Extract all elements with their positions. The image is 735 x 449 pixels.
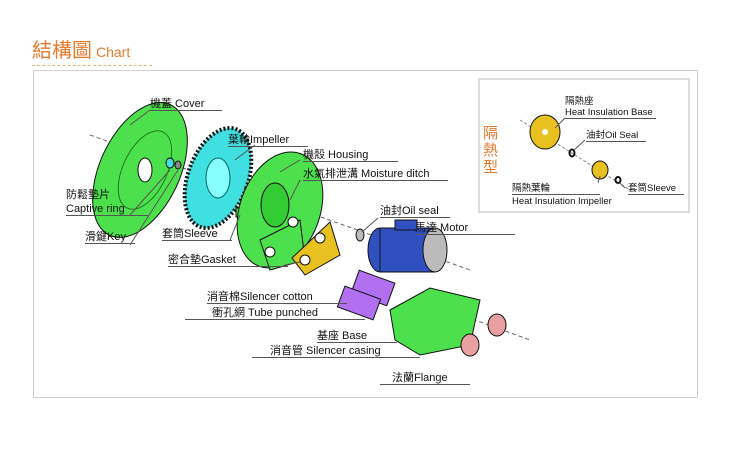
label-moisture-ditch: 水氣排泄溝 Moisture ditch xyxy=(303,168,448,181)
title-zh: 結構圖 xyxy=(32,40,92,62)
label-captive-zh: 防鬆墊片 xyxy=(66,189,110,201)
inset-impeller-zh: 隔熱葉輪 xyxy=(512,183,600,195)
label-gasket: 密合墊Gasket xyxy=(168,254,288,267)
label-key: 滑鍵Key xyxy=(85,231,135,244)
leader-lines xyxy=(129,109,379,266)
inset-base-zh: 隔熱座 xyxy=(565,96,594,107)
label-tube-punched: 衝孔網 Tube punched xyxy=(185,307,365,320)
gasket-part xyxy=(291,221,341,276)
inset-impeller-en: Heat Insulation Impeller xyxy=(512,196,612,207)
impeller-part xyxy=(182,126,254,230)
label-silencer-casing: 消音管 Silencer casing xyxy=(252,345,420,358)
silencer-cotton-part xyxy=(336,269,396,321)
label-flange: 法蘭Flange xyxy=(380,372,470,385)
diagram-frame xyxy=(33,70,698,398)
captive-ring-key xyxy=(165,157,182,170)
title-en: Chart xyxy=(96,44,131,60)
label-captive-ring: Captive ring xyxy=(66,203,148,216)
label-sleeve: 套筒Sleeve xyxy=(162,228,232,241)
label-oil-seal: 油封Oil seal xyxy=(380,205,450,218)
flange-part xyxy=(460,313,507,357)
label-housing: 機殼 Housing xyxy=(303,149,398,162)
label-base: 基座 Base xyxy=(317,330,397,343)
label-impeller: 葉輪Impeller xyxy=(228,134,308,147)
label-motor: 馬達 Motor xyxy=(415,222,515,235)
label-silencer-cotton: 消音棉Silencer cotton xyxy=(207,291,347,304)
inset-type-label: 隔熱型 xyxy=(483,125,499,176)
inset-sleeve: 套筒Sleeve xyxy=(628,183,684,195)
motor-part xyxy=(367,219,448,273)
label-cover: 機蓋 Cover xyxy=(150,98,222,111)
cover-part xyxy=(92,102,188,238)
inset-oil-seal: 油封Oil Seal xyxy=(586,130,646,142)
inset-base-en: Heat Insulation Base xyxy=(565,107,656,119)
